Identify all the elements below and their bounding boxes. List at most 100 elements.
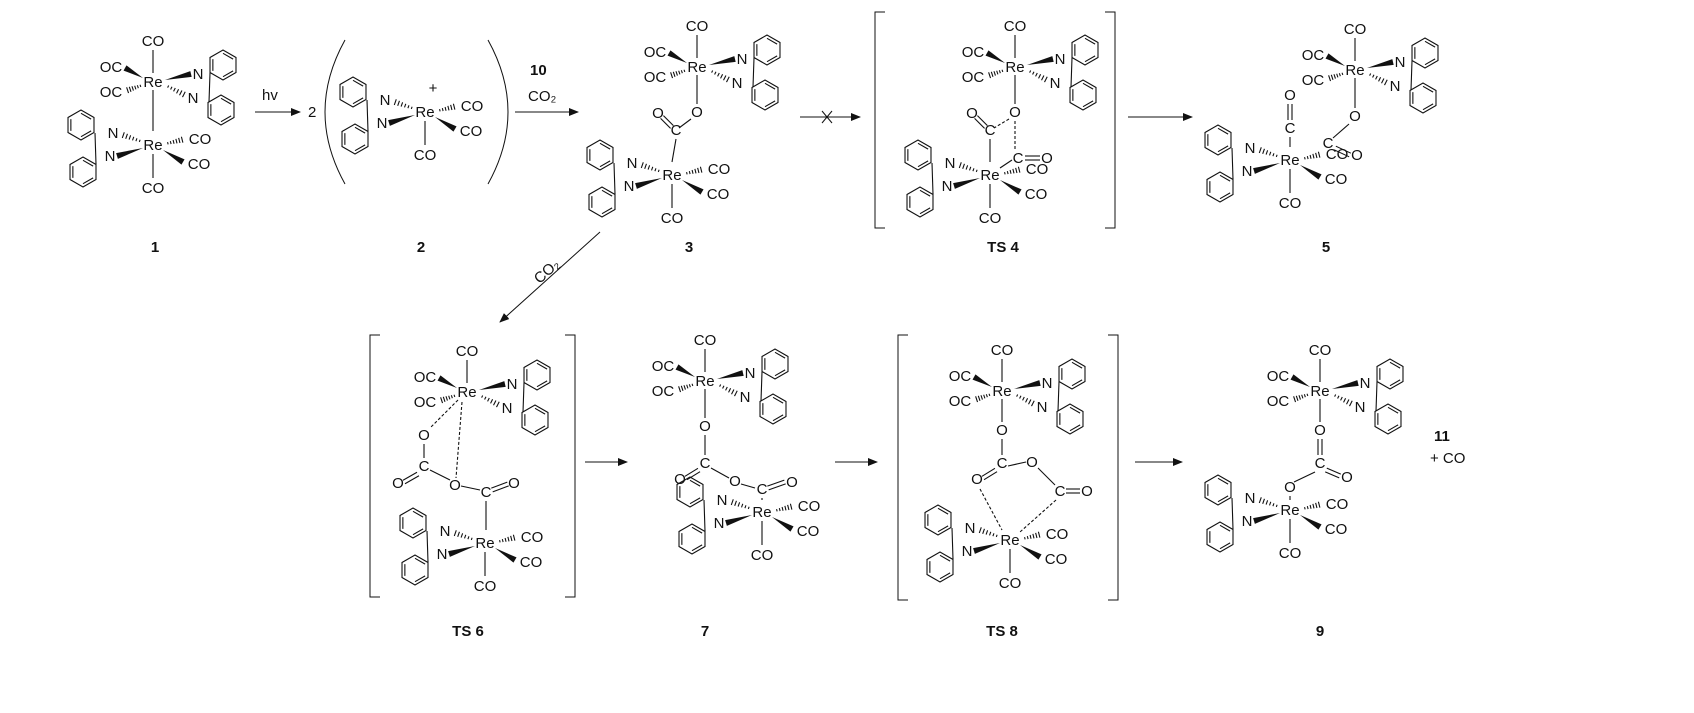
bond <box>180 136 184 143</box>
bond <box>998 70 1001 74</box>
wedge-bond <box>163 150 185 165</box>
dashed-bond <box>1019 499 1057 533</box>
pyridine-ring-icon <box>761 348 789 380</box>
atom-label-re: Re <box>695 373 714 390</box>
atom-label-re: Re <box>1005 59 1024 76</box>
bond <box>988 72 992 79</box>
wedge-bond <box>972 374 992 387</box>
pyridine-ring-icon <box>759 393 787 425</box>
atom-label-n: N <box>942 178 953 195</box>
bond <box>683 69 686 73</box>
atom-label-n: N <box>1042 375 1053 392</box>
bond <box>1424 40 1436 48</box>
bond <box>135 138 138 142</box>
atom-label-c: C <box>419 458 430 475</box>
atom-label-co: CO <box>1045 551 1068 568</box>
atom-label-re: Re <box>1280 152 1299 169</box>
atom-label-n: N <box>1242 513 1253 530</box>
atom-label-co: CO <box>979 210 1002 227</box>
bond <box>1381 78 1385 84</box>
bond <box>752 57 755 88</box>
atom-label-co: CO <box>1325 171 1348 188</box>
bond <box>601 207 613 215</box>
pyridine-ring-icon <box>401 554 429 586</box>
atom-label-n: N <box>732 75 743 92</box>
bond <box>1035 72 1038 77</box>
bond <box>974 118 985 129</box>
bond <box>1309 154 1312 159</box>
atom-label-re: Re <box>752 504 771 521</box>
bond <box>737 502 741 507</box>
bond <box>764 82 776 90</box>
wedge-bond <box>985 50 1005 63</box>
bond <box>1069 424 1081 432</box>
bond <box>1378 76 1382 82</box>
atom-label-co: CO <box>414 147 437 164</box>
dashed-bond <box>429 399 459 429</box>
atom-label-o: O <box>996 422 1008 439</box>
bond <box>439 109 441 112</box>
wedge-bond <box>479 381 506 390</box>
atom-label-n: N <box>717 492 728 509</box>
bond <box>1004 172 1006 175</box>
bracket-ts8-right <box>1108 334 1119 601</box>
bond <box>1032 71 1035 75</box>
dashed-bond <box>993 118 1010 129</box>
bond <box>442 396 446 402</box>
bond <box>402 471 418 481</box>
bond <box>429 469 451 481</box>
bond <box>1306 505 1309 510</box>
atom-label-co: CO <box>1279 195 1302 212</box>
atom-label-o: O <box>966 105 978 122</box>
bond <box>1071 379 1083 387</box>
pyridine-ring-icon <box>924 504 952 536</box>
bond <box>1332 123 1350 139</box>
bond <box>720 73 724 79</box>
bond <box>1258 147 1262 154</box>
bond <box>467 536 470 540</box>
atom-label-c: C <box>481 484 492 501</box>
bond <box>725 386 728 391</box>
bond <box>654 168 657 172</box>
pyridine-ring-icon <box>67 109 95 141</box>
compound-label-ts4: TS 4 <box>987 239 1019 256</box>
bond <box>1019 395 1022 399</box>
bond <box>80 112 92 120</box>
bond <box>1231 147 1234 180</box>
bond <box>711 70 714 73</box>
atom-label-co: CO <box>456 343 479 360</box>
bond <box>1071 361 1083 369</box>
bond <box>128 86 132 92</box>
bond <box>441 107 444 112</box>
bond <box>663 115 674 126</box>
bond <box>1275 154 1278 158</box>
pyridine-ring-icon <box>1071 34 1099 66</box>
wedge-bond <box>437 375 457 388</box>
bond <box>939 572 951 580</box>
atom-label-n: N <box>1055 51 1066 68</box>
atom-label-n: N <box>740 389 751 406</box>
pyridine-ring-icon <box>1204 474 1232 506</box>
bond <box>939 554 951 562</box>
wedge-bond <box>388 115 415 126</box>
atom-label-o: O <box>691 104 703 121</box>
atom-label-oc: OC <box>1302 72 1325 89</box>
bond <box>1326 467 1342 475</box>
bond <box>1389 379 1401 387</box>
bond <box>121 132 125 139</box>
bond <box>1335 145 1352 154</box>
bond <box>1389 361 1401 369</box>
atom-label-o: O <box>449 477 461 494</box>
bond <box>1016 394 1019 397</box>
compound-label-7: 7 <box>701 623 709 640</box>
bond <box>176 88 180 94</box>
bond <box>1304 507 1306 510</box>
bond <box>534 407 546 415</box>
bond <box>931 162 934 195</box>
pyridine-ring-icon <box>1411 37 1439 69</box>
atom-label-n: N <box>962 543 973 560</box>
atom-label-n: N <box>714 515 725 532</box>
bond <box>136 85 139 89</box>
